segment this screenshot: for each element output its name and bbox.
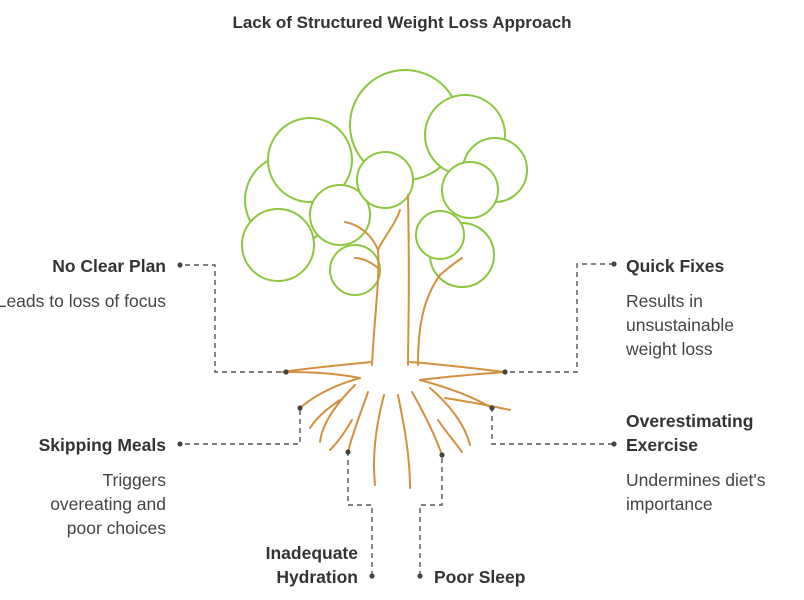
factor-skipping-meals: Skipping Meals Triggers overeating and p… [0, 433, 166, 540]
factor-heading: Poor Sleep [434, 567, 526, 587]
factor-description: Undermines diet's importance [626, 470, 766, 514]
tree-roots [281, 361, 511, 489]
factor-heading: Quick Fixes [626, 256, 725, 276]
factor-overestimating-exercise: Overestimating Exercise Undermines diet'… [626, 409, 796, 516]
factor-no-clear-plan: No Clear Plan Leads to loss of focus [0, 254, 166, 313]
factor-heading: Skipping Meals [38, 435, 166, 455]
connector-lines [185, 263, 614, 576]
diagram-title: Lack of Structured Weight Loss Approach [232, 13, 572, 32]
factor-description: Leads to loss of focus [0, 291, 166, 311]
tree-foliage [241, 69, 528, 296]
tree-trunk [344, 194, 463, 366]
factor-inadequate-hydration: Inadequate Hydration [190, 541, 358, 589]
factor-description: Results in unsustainable weight loss [626, 291, 734, 359]
factor-description: Triggers overeating and poor choices [50, 470, 166, 538]
factor-quick-fixes: Quick Fixes Results in unsustainable wei… [626, 254, 766, 361]
factor-heading: Inadequate Hydration [265, 543, 358, 587]
connector-dots [177, 261, 617, 579]
factor-heading: Overestimating Exercise [626, 411, 754, 455]
factor-poor-sleep: Poor Sleep [434, 565, 584, 589]
factor-heading: No Clear Plan [52, 256, 166, 276]
